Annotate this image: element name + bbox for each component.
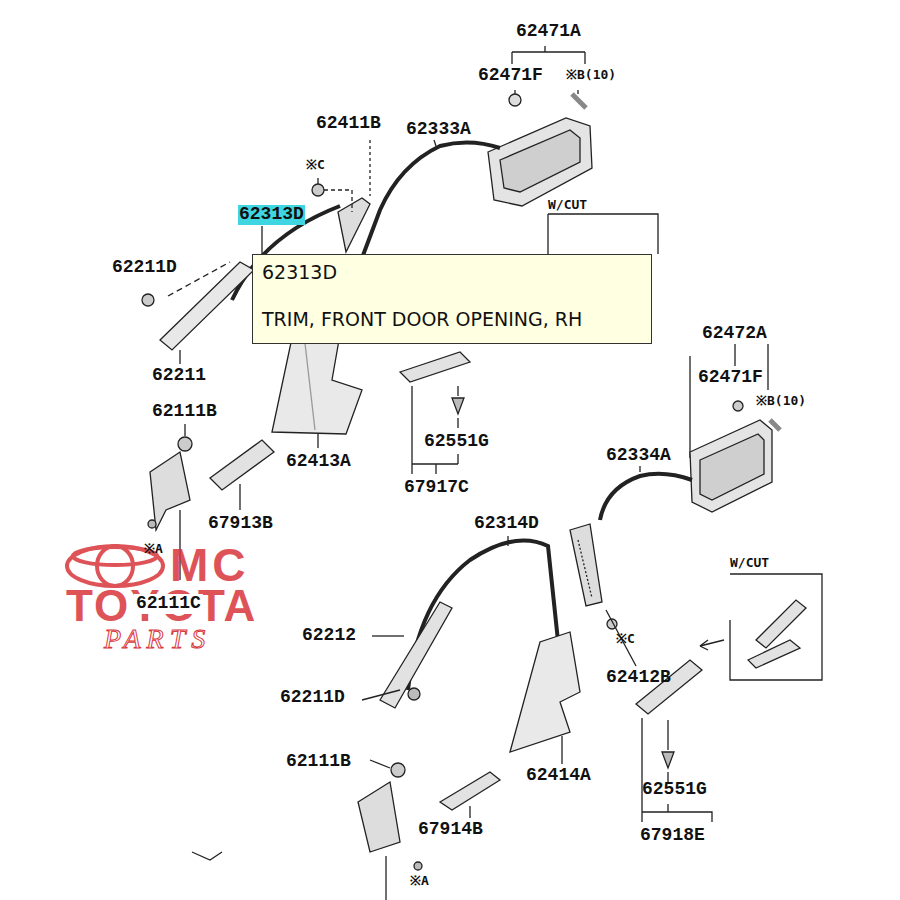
callout-number: 62471F: [478, 66, 543, 86]
part-description: TRIM, FRONT DOOR OPENING, RH: [262, 308, 642, 331]
callout-number: 62111C: [134, 594, 203, 614]
callout-number: 62472A: [702, 324, 767, 344]
callout-number: 62551G: [424, 432, 489, 452]
callout-number: ※A: [410, 874, 429, 888]
callout-number: 62212: [302, 626, 356, 646]
callout-number: 67914B: [418, 820, 483, 840]
watermark-text: PARTS: [104, 624, 211, 655]
callout-number: 62313D: [238, 205, 305, 225]
callout-number: ※B(10): [566, 68, 616, 82]
callout-number: 62211: [152, 366, 206, 386]
callout-number: ※A: [144, 542, 163, 556]
callout-number: ※C: [616, 632, 635, 646]
callout-number: 62471A: [516, 22, 581, 42]
callout-number: 62334A: [606, 446, 671, 466]
callout-number: 62551G: [642, 780, 707, 800]
callout-number: 67917C: [404, 478, 469, 498]
callout-number: 67913B: [208, 514, 273, 534]
callout-number: W/CUT: [730, 556, 769, 570]
tooltip-box: 62313D TRIM, FRONT DOOR OPENING, RH: [252, 254, 652, 344]
callout-number: W/CUT: [548, 198, 587, 212]
callout-number: 62471F: [698, 368, 763, 388]
callout-number: 62333A: [406, 120, 471, 140]
part-number: 62313D: [262, 261, 642, 284]
callout-number: 62111B: [152, 402, 217, 422]
callout-number: 62413A: [286, 452, 351, 472]
callout-number: 62211D: [280, 688, 345, 708]
callout-number: 67918E: [640, 826, 705, 846]
callout-number: 62314D: [474, 514, 539, 534]
callout-number: 62111B: [286, 752, 351, 772]
callout-number: 62412B: [606, 668, 671, 688]
callout-number: ※C: [306, 158, 325, 172]
callout-number: 62211D: [112, 258, 177, 278]
callout-number: 62411B: [316, 114, 381, 134]
callout-number: 62414A: [526, 766, 591, 786]
callout-number: ※B(10): [756, 394, 806, 408]
